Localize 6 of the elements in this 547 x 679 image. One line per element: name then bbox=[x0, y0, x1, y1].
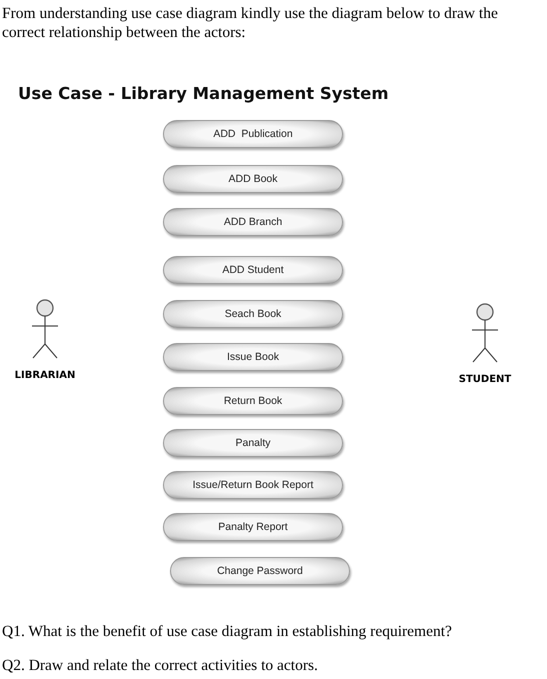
actor-label: STUDENT bbox=[458, 374, 512, 385]
actor-label: LIBRARIAN bbox=[14, 370, 76, 381]
text-paragraph: Q1. What is the benefit of use case diagram in establishing requirement? bbox=[2, 622, 453, 641]
text-paragraph: From understanding use case diagram kindly use the diagram below to draw the correct relationship between the actors: bbox=[2, 4, 499, 42]
text-paragraph: Q2. Draw and relate the correct activities to actors. bbox=[2, 656, 319, 675]
diagram-title: Use Case - Library Management System bbox=[18, 84, 389, 103]
